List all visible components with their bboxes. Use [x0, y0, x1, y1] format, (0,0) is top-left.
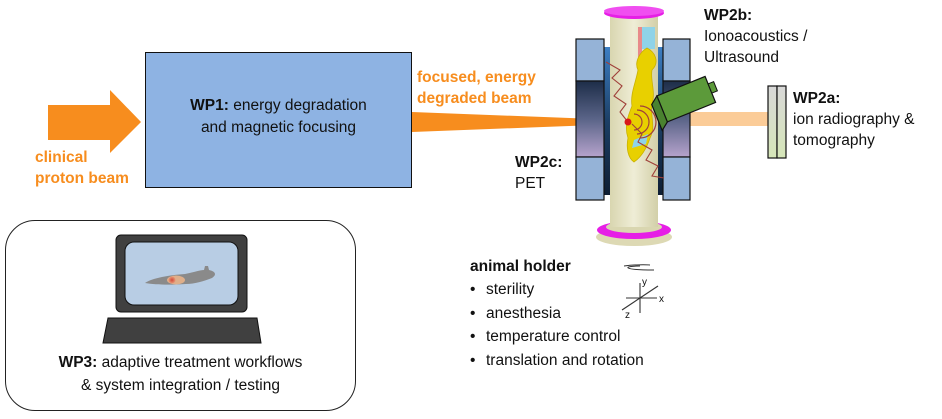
wp2a-title: WP2a:: [793, 90, 841, 107]
clinical-beam-label: clinical proton beam: [35, 147, 129, 189]
wp2c-label: WP2c: PET: [515, 152, 562, 194]
wp2b-line1: Ionoacoustics /: [704, 28, 808, 45]
axis-y-label: y: [642, 277, 647, 288]
rotation-icon: [623, 264, 655, 271]
wp3-line1: adaptive treatment workflows: [97, 354, 303, 371]
focused-beam-label-line2: degraded beam: [417, 90, 532, 107]
clinical-beam-label-line1: clinical: [35, 149, 88, 166]
focused-beam-label-line1: focused, energy: [417, 69, 536, 86]
wp1-title: WP1:: [190, 97, 229, 114]
clinical-beam-label-line2: proton beam: [35, 170, 129, 187]
pet-photon-line: [605, 61, 629, 123]
wp2c-title: WP2c:: [515, 154, 563, 171]
monitor-icon: [102, 234, 262, 344]
list-item: translation and rotation: [470, 349, 644, 373]
animal-holder-list: sterility anesthesia temperature control…: [470, 278, 644, 372]
wp1-line2: and magnetic focusing: [200, 119, 357, 136]
wp3-title: WP3:: [58, 354, 98, 371]
wp3-line2: & system integration / testing: [80, 377, 280, 394]
focused-beam-label: focused, energy degraded beam: [417, 67, 536, 109]
wp1-text: WP1: energy degradation and magnetic foc…: [146, 95, 411, 139]
mouse-image: [145, 266, 216, 285]
animal-holder-title: animal holder: [470, 258, 571, 275]
list-item: sterility: [470, 278, 644, 302]
ultrasound-transducer: [651, 75, 719, 132]
wp3-text: WP3: adaptive treatment workflows & syst…: [6, 351, 355, 397]
bragg-peak: [624, 118, 632, 126]
wp1-box: WP1: energy degradation and magnetic foc…: [145, 52, 412, 188]
animal: [625, 47, 657, 163]
wp3-box: WP3: adaptive treatment workflows & syst…: [5, 220, 356, 411]
holder-bracket: [642, 27, 655, 49]
axis-x-label: x: [659, 294, 664, 305]
radiography-detector: [767, 85, 787, 159]
wp2b-line2: Ultrasound: [704, 49, 779, 66]
pet-block-left: [575, 38, 605, 201]
wp2a-label: WP2a: ion radiography & tomography: [793, 88, 915, 151]
wp2a-line1: ion radiography &: [793, 111, 915, 128]
pet-photon-line: [631, 123, 665, 179]
wp1-line1: energy degradation: [228, 97, 367, 114]
wp2b-label: WP2b: Ionoacoustics / Ultrasound: [704, 5, 807, 68]
acoustic-waves: [633, 105, 657, 139]
wp2c-line1: PET: [515, 175, 546, 192]
list-item: anesthesia: [470, 302, 644, 326]
keyboard-icon: [102, 317, 262, 344]
wp2b-title: WP2b:: [704, 7, 753, 24]
focused-beam: [412, 112, 622, 132]
clinical-beam-arrow: [48, 90, 141, 153]
wp2a-line2: tomography: [793, 132, 875, 149]
list-item: temperature control: [470, 325, 644, 349]
